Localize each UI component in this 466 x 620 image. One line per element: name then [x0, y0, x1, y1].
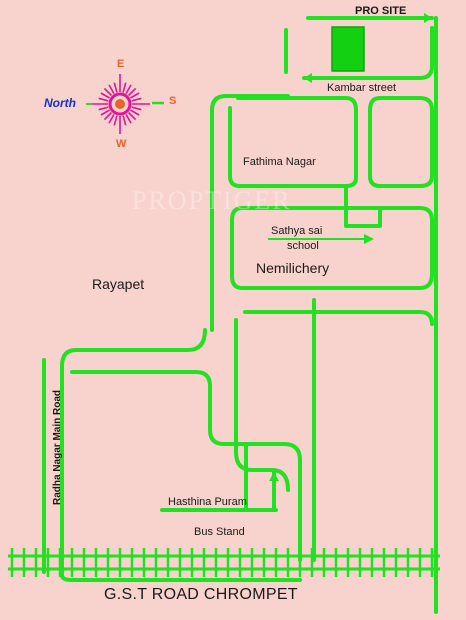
compass-ray — [108, 114, 115, 124]
compass-south-label: S — [169, 95, 177, 107]
road-lower-loop — [234, 450, 290, 492]
block-fathima-nagar — [228, 96, 358, 188]
compass-ray — [98, 97, 109, 102]
block-right-small — [368, 96, 434, 188]
compass-ray — [122, 82, 127, 93]
compass-ray — [113, 82, 118, 93]
compass-ray — [100, 92, 110, 99]
compass-ray — [125, 114, 132, 124]
road-school-link — [344, 184, 382, 228]
compass-ray — [103, 87, 113, 97]
compass-ray — [113, 115, 118, 126]
sathya-sai-school-label-2: school — [287, 240, 319, 252]
sathya-sai-school-label-1: Sathya sai — [271, 225, 323, 237]
compass-ray — [130, 109, 140, 116]
nemilichery-label: Nemilichery — [256, 260, 330, 276]
gst-road-ticks — [10, 548, 434, 577]
gst-road-label: G.S.T ROAD CHROMPET — [104, 586, 298, 603]
arrow-school — [364, 234, 374, 244]
compass-ray — [108, 84, 115, 94]
compass-ray — [127, 87, 137, 97]
road-kambar-block — [302, 26, 434, 80]
road-inner-bottom — [70, 370, 302, 562]
compass-ray — [98, 106, 109, 111]
compass-north-label: North — [44, 96, 76, 110]
bus-stand-label: Bus Stand — [194, 526, 245, 538]
road-top-to-west — [60, 328, 207, 577]
hasthina-puram-label: Hasthina Puram — [168, 496, 247, 508]
arrow-pro-site — [424, 13, 432, 23]
compass-ray — [122, 115, 127, 126]
compass-ray — [100, 109, 110, 116]
compass-ray — [103, 111, 113, 121]
road-bottom-loop — [60, 573, 302, 582]
compass-ray — [131, 106, 142, 111]
kambar-street-label: Kambar street — [327, 82, 397, 94]
compass-ray — [130, 92, 140, 99]
pro-site-label: PRO SITE — [355, 5, 407, 17]
radha-nagar-main-road-label: Radha Nagar Main Road — [52, 389, 63, 505]
compass-ray — [125, 84, 132, 94]
compass-west-label: W — [116, 138, 127, 150]
compass-ray — [131, 97, 142, 102]
road-lower-right — [243, 310, 434, 326]
compass-ray — [127, 111, 137, 121]
road-kambar-left — [210, 94, 290, 332]
rayapet-label: Rayapet — [92, 276, 145, 292]
fathima-nagar-label: Fathima Nagar — [243, 156, 316, 168]
compass-rose — [86, 74, 164, 134]
arrow-kambar — [304, 73, 312, 83]
block-nemilichery — [230, 206, 434, 290]
watermark: PROPTIGER — [132, 186, 292, 215]
gst-road — [8, 554, 440, 571]
arrow-hasthina — [269, 472, 279, 481]
pro-site-marker — [331, 26, 365, 72]
compass-east-label: E — [117, 58, 125, 70]
